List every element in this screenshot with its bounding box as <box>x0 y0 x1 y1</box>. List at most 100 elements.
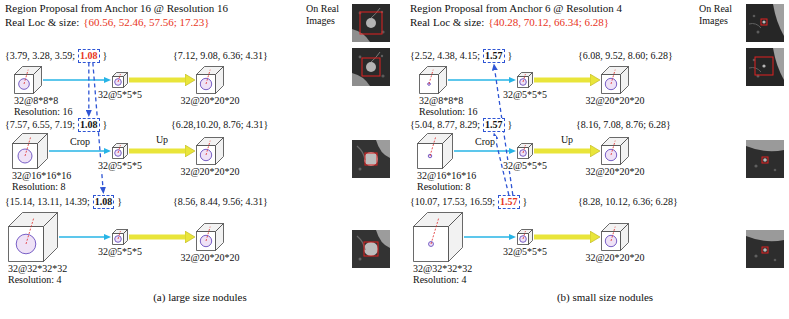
scale-factor-box: 1.08 <box>93 195 115 209</box>
thumbnail-b <box>746 4 784 268</box>
cube-caption: 32@5*5*5 <box>503 89 547 100</box>
ct-image <box>352 4 390 42</box>
offset-line <box>611 227 615 241</box>
cube-size-text: 32@16*16*16 <box>12 170 71 181</box>
cube-face <box>124 73 128 88</box>
feature-cube: 32@20*20*20 <box>196 223 224 251</box>
cube-outline <box>112 229 128 245</box>
upsample-arrow <box>534 235 590 240</box>
scale-factor-box: 1.08 <box>78 49 100 63</box>
cube-size-text: 32@5*5*5 <box>98 89 142 100</box>
feature-cube: 32@20*20*20 <box>196 137 224 165</box>
cube-size-text: Resolution: 4 <box>8 274 67 285</box>
cube-outline <box>14 66 42 94</box>
offset-line <box>26 218 34 244</box>
cube-face <box>449 213 463 262</box>
cube-face <box>621 224 629 251</box>
panel-caption: (b) small size nodules <box>556 291 654 304</box>
cube-caption: 32@5*5*5 <box>98 89 142 100</box>
thumbnail-a <box>352 4 390 268</box>
cube-face <box>9 227 44 262</box>
ct-image <box>746 48 784 86</box>
ct-image <box>746 230 784 268</box>
feature-cube: 32@5*5*5 <box>112 72 128 88</box>
feature-cube: 32@5*5*5 <box>517 229 533 245</box>
panel-title: Region Proposal from Anchor 6 @ Resoluti… <box>409 2 623 15</box>
cube-outline <box>413 212 463 262</box>
cube-size-text: Resolution: 16 <box>419 106 478 117</box>
operation-label: Up <box>560 134 574 146</box>
feature-cube: 32@8*8*8Resolution: 16 <box>419 66 447 94</box>
cube-size-text: 32@20*20*20 <box>180 252 239 263</box>
offset-coordinates: {6.08, 9.52, 8.60; 6.28} <box>577 50 674 62</box>
crop-arrow <box>454 150 509 151</box>
upsample-arrow <box>129 149 185 154</box>
scale-factor-text: 1.08 <box>80 119 98 130</box>
scale-coordinates: {5.04, 8.77, 8.29; <box>409 119 481 131</box>
offset-line <box>429 70 433 84</box>
cube-size-text: 32@20*20*20 <box>585 95 644 106</box>
closing-brace: } <box>507 119 514 131</box>
cube-face <box>216 138 224 165</box>
feature-cube: 32@20*20*20 <box>601 66 629 94</box>
scale-factor-box: 1.57 <box>483 118 505 132</box>
scale-factor-text: 1.57 <box>485 119 503 130</box>
feature-cube: 32@5*5*5 <box>112 143 128 159</box>
feature-cube: 32@5*5*5 <box>517 143 533 159</box>
cube-size-text: 32@5*5*5 <box>503 246 547 257</box>
scale-share-arrow <box>88 63 89 111</box>
cube-caption: 32@32*32*32Resolution: 4 <box>8 263 67 285</box>
upsample-arrow <box>534 78 590 83</box>
cube-outline <box>196 66 224 94</box>
cube-outline <box>517 143 533 159</box>
cube-caption: 32@5*5*5 <box>98 246 142 257</box>
ground-truth-label: Real Loc & size: <box>4 16 80 29</box>
cube-caption: 32@20*20*20 <box>585 95 644 106</box>
offset-line <box>25 138 31 157</box>
cube-face <box>621 138 629 165</box>
crop-arrow <box>59 236 104 237</box>
cube-size-text: 32@20*20*20 <box>585 252 644 263</box>
cube-size-text: 32@20*20*20 <box>585 166 644 177</box>
cube-size-text: 32@5*5*5 <box>98 246 142 257</box>
cube-caption: 32@8*8*8Resolution: 16 <box>14 95 73 117</box>
offset-line <box>206 141 210 155</box>
upsample-arrow <box>534 149 590 154</box>
cube-outline <box>12 133 48 169</box>
panel-title: Region Proposal from Anchor 16 @ Resolut… <box>4 2 229 15</box>
cube-face <box>124 230 128 245</box>
scale-factor-box: 1.57 <box>483 49 505 63</box>
cube-face <box>621 67 629 94</box>
closing-brace: } <box>507 50 514 62</box>
cube-face <box>443 134 453 169</box>
cube-caption: 32@20*20*20 <box>585 166 644 177</box>
feature-cube: 32@20*20*20 <box>196 66 224 94</box>
cube-outline <box>417 133 453 169</box>
offset-line <box>118 74 120 82</box>
proposal-box <box>762 247 768 253</box>
proposal-box <box>762 157 768 163</box>
cube-face <box>414 227 449 262</box>
cube-outline <box>517 72 533 88</box>
cube-face <box>439 67 447 94</box>
cube-size-text: 32@5*5*5 <box>503 89 547 100</box>
crop-arrow <box>49 150 104 151</box>
scale-factor-text: 1.08 <box>95 196 113 207</box>
cube-size-text: Resolution: 16 <box>14 106 73 117</box>
feature-cube: 32@32*32*32Resolution: 4 <box>413 212 463 262</box>
cube-size-text: Resolution: 4 <box>413 274 472 285</box>
nodule-mark <box>429 242 434 247</box>
image-header: On Real Images <box>698 3 744 26</box>
closing-brace: } <box>522 196 529 208</box>
cube-size-text: 32@20*20*20 <box>180 95 239 106</box>
proposal-box <box>360 12 382 34</box>
closing-brace: } <box>102 119 109 131</box>
upsample-arrow <box>129 235 185 240</box>
cube-caption: 32@32*32*32Resolution: 4 <box>413 263 472 285</box>
feature-cube: 32@5*5*5 <box>112 229 128 245</box>
feature-cube: 32@16*16*16Resolution: 8 <box>417 133 453 169</box>
panel-caption: (a) large size nodules <box>152 291 248 304</box>
operation-label: Up <box>155 134 169 146</box>
scale-coordinates: {7.57, 6.55, 7.19; <box>4 119 76 131</box>
cube-caption: 32@20*20*20 <box>585 252 644 263</box>
